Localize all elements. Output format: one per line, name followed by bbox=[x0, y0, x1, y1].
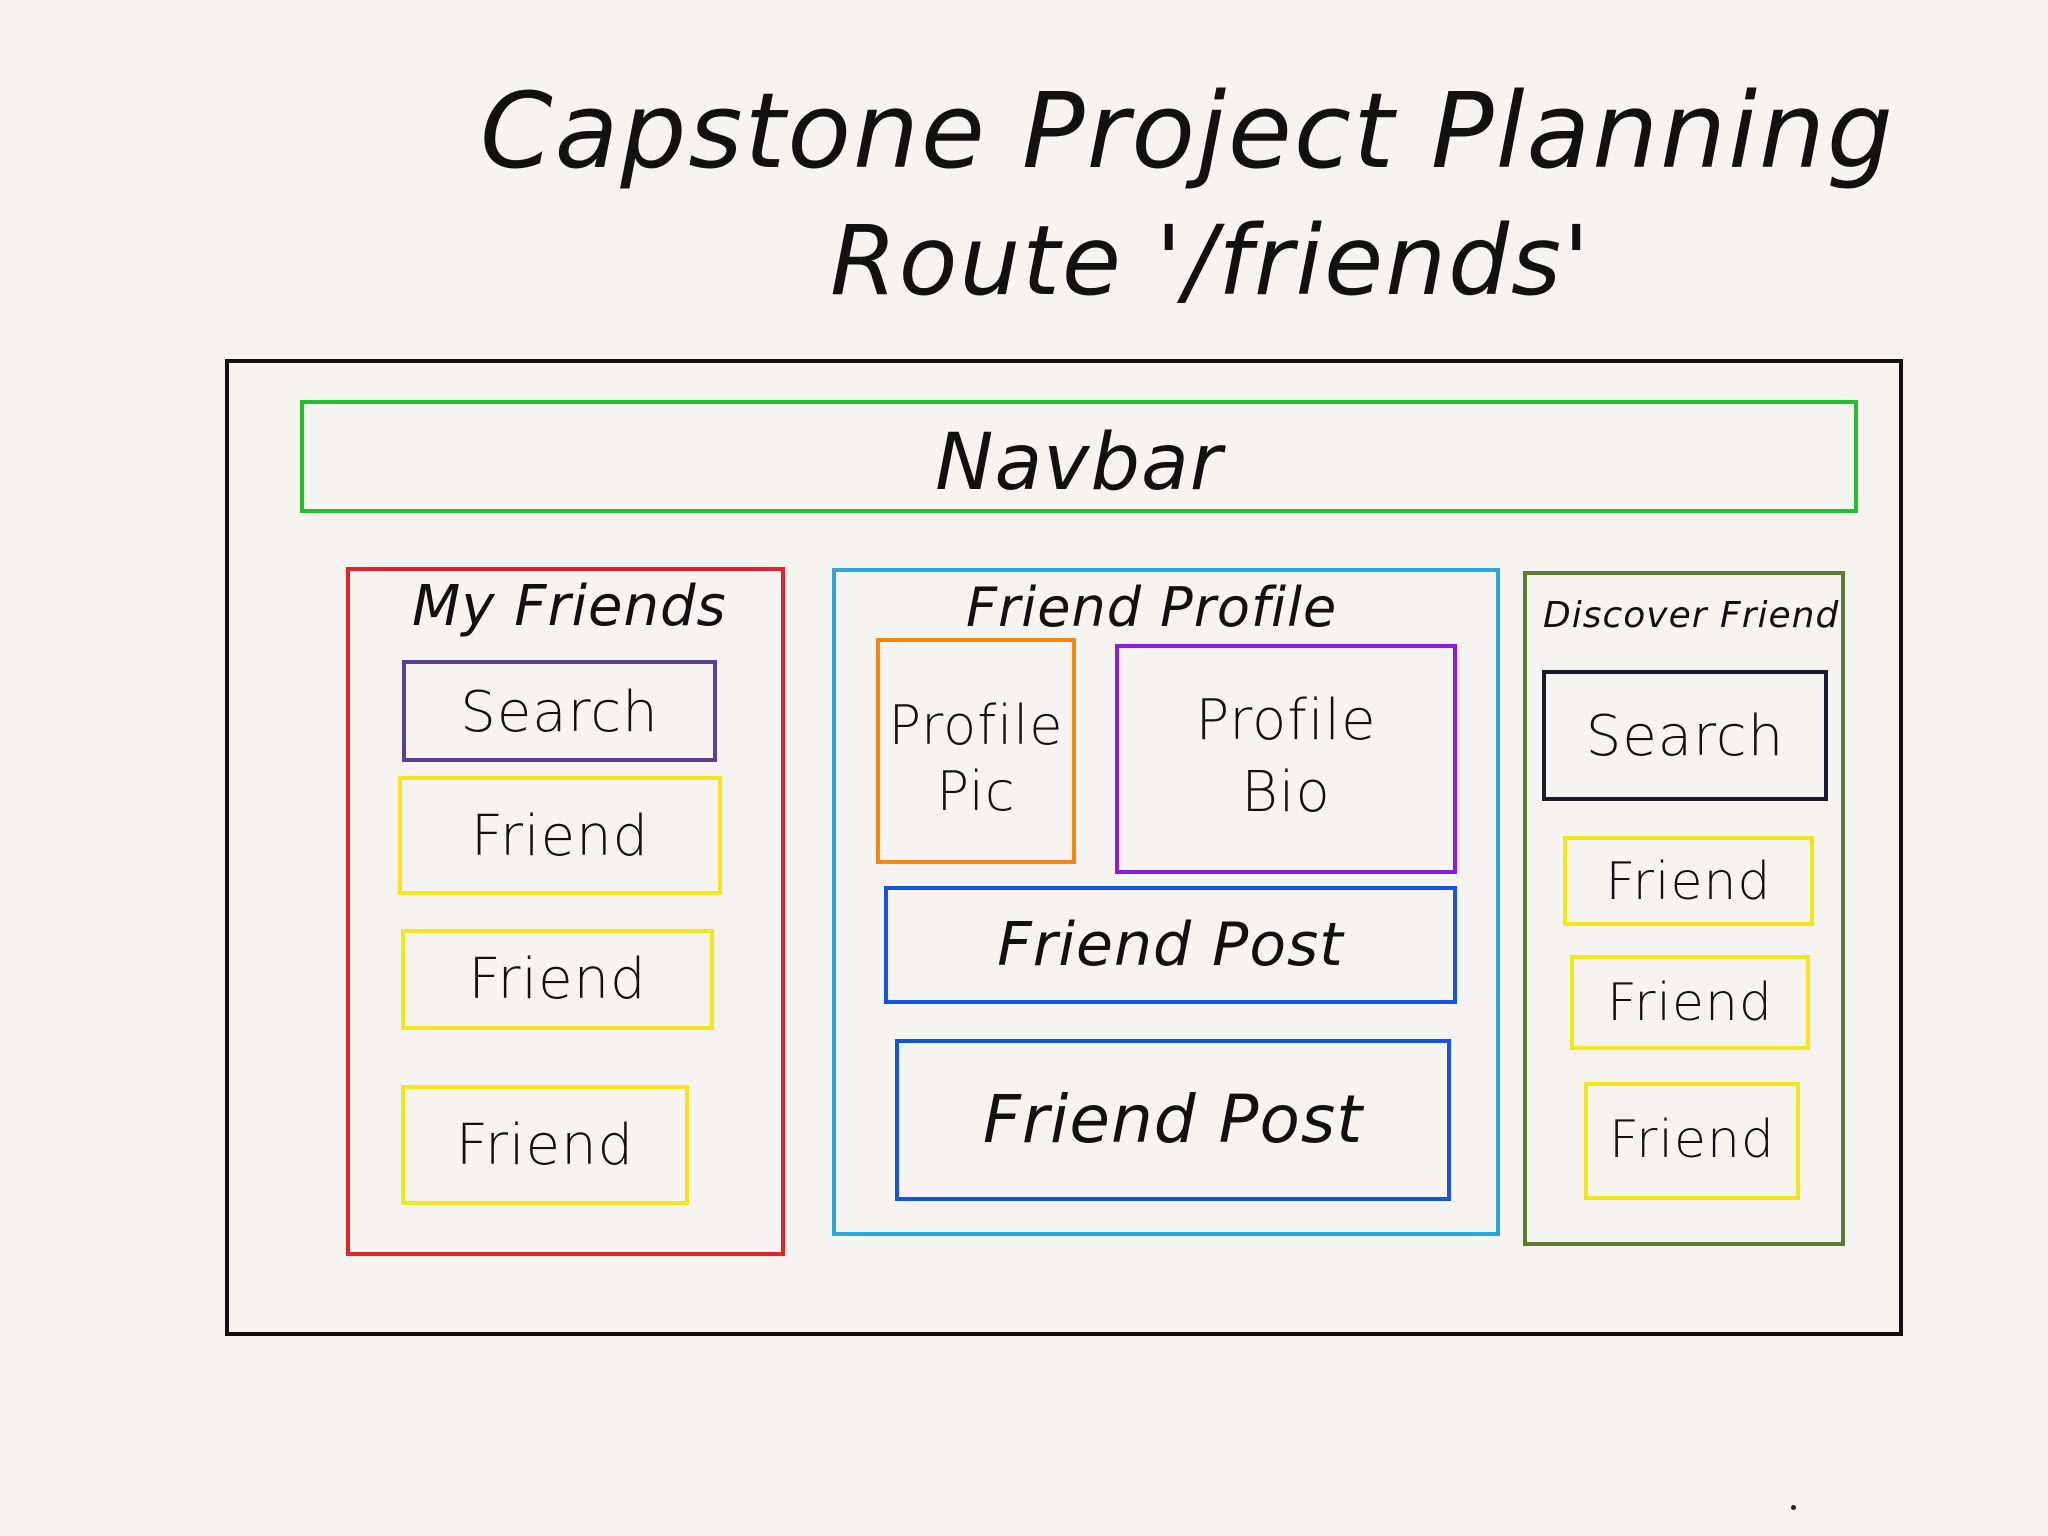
friend-profile-panel: Friend Profile bbox=[832, 568, 1500, 1236]
discover-friend-label-1: Friend bbox=[1605, 852, 1772, 912]
discover-friend-item-2: Friend bbox=[1570, 955, 1810, 1050]
discover-search: Search bbox=[1542, 670, 1828, 801]
navbar-box: Navbar bbox=[300, 400, 1858, 513]
profile-bio-box: Profile Bio bbox=[1115, 644, 1457, 874]
profile-pic-label-2: Pic bbox=[936, 760, 1016, 823]
my-friend-label-2: Friend bbox=[468, 947, 647, 1012]
my-friends-search: Search bbox=[402, 660, 717, 762]
profile-pic-label-1: Profile bbox=[888, 694, 1064, 757]
friend-post-2: Friend Post bbox=[895, 1039, 1451, 1201]
discover-friend-label-3: Friend bbox=[1609, 1110, 1775, 1170]
navbar-label: Navbar bbox=[935, 418, 1223, 508]
page-frame bbox=[225, 359, 1903, 1336]
discover-friend-label-2: Friend bbox=[1607, 973, 1773, 1033]
profile-bio-label-1: Profile bbox=[1195, 688, 1377, 753]
friend-post-label-2: Friend Post bbox=[982, 1081, 1364, 1158]
friend-post-1: Friend Post bbox=[884, 886, 1457, 1004]
profile-pic-box: Profile Pic bbox=[876, 638, 1076, 864]
friend-post-label-1: Friend Post bbox=[997, 910, 1344, 980]
my-friend-label-1: Friend bbox=[470, 804, 650, 869]
diagram-title: Capstone Project Planning bbox=[480, 70, 1895, 192]
route-label: Route '/friends' bbox=[830, 205, 1592, 317]
my-friends-panel: My Friends bbox=[346, 567, 785, 1256]
discover-friend-item-3: Friend bbox=[1584, 1082, 1800, 1200]
discover-search-label: Search bbox=[1585, 704, 1785, 769]
my-friends-heading: My Friends bbox=[412, 574, 727, 639]
my-friends-search-label: Search bbox=[460, 680, 659, 745]
my-friend-item-3: Friend bbox=[401, 1085, 689, 1205]
profile-bio-label-2: Bio bbox=[1241, 760, 1331, 825]
my-friend-item-2: Friend bbox=[401, 929, 714, 1030]
stray-dot bbox=[1791, 1505, 1796, 1510]
my-friend-label-3: Friend bbox=[455, 1113, 635, 1178]
discover-friends-heading: Discover Friend bbox=[1543, 595, 1840, 636]
discover-friends-panel: Discover Friend bbox=[1523, 571, 1845, 1246]
discover-friend-item-1: Friend bbox=[1563, 836, 1814, 926]
friend-profile-heading: Friend Profile bbox=[966, 576, 1338, 639]
my-friend-item-1: Friend bbox=[398, 776, 722, 895]
